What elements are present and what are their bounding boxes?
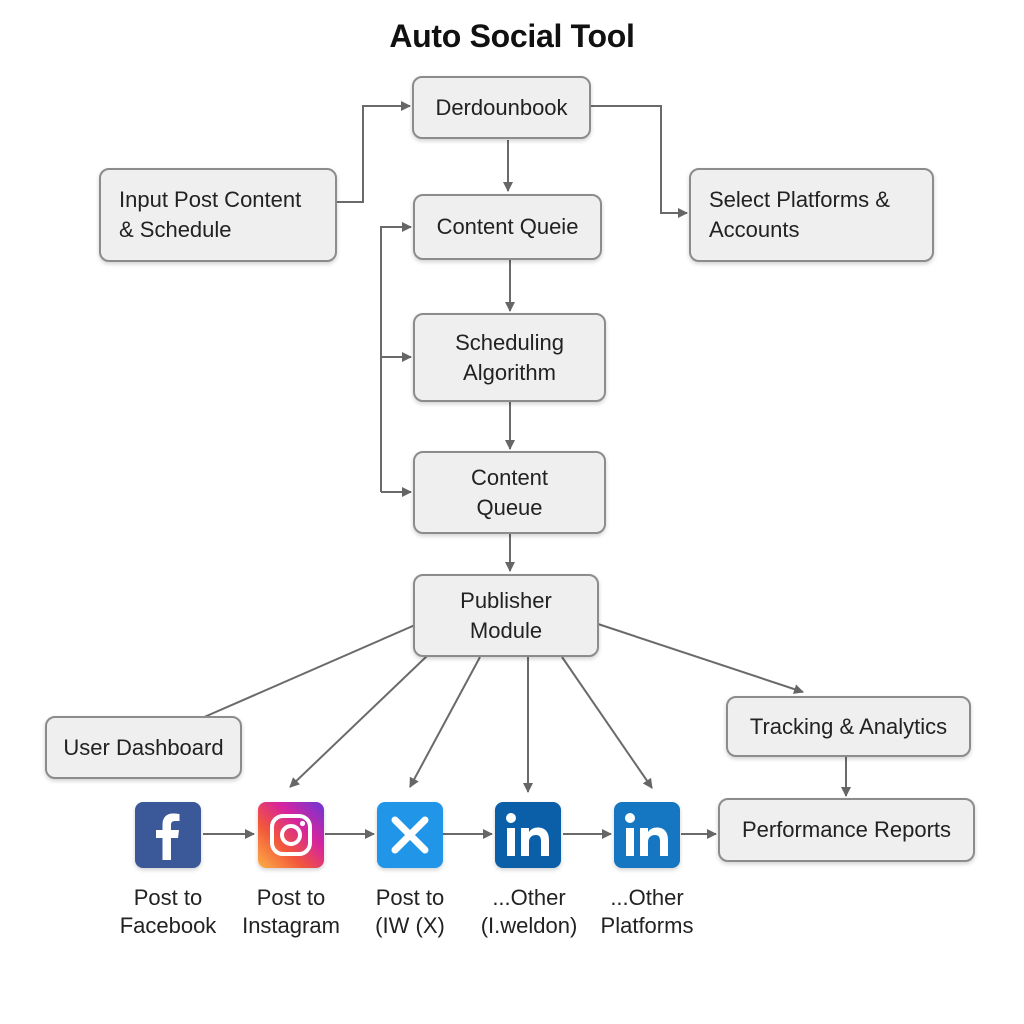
node-user-dashboard: User Dashboard (45, 716, 242, 779)
caption-facebook: Post to Facebook (119, 885, 217, 938)
facebook-icon (135, 802, 201, 868)
arrow-input-to-derdounbook (337, 101, 411, 203)
linkedin-icon (614, 802, 680, 868)
diagram-title: Auto Social Tool (389, 18, 635, 54)
caption-other-platforms: ...Other Platforms (600, 885, 694, 938)
arrow-loop-to-queue-top (380, 222, 412, 492)
arrow-publisher-to-instagram (289, 654, 429, 788)
node-select-platforms: Select Platforms & Accounts (689, 168, 934, 262)
linkedin-icon (495, 802, 561, 868)
node-input-post-content: Input Post Content & Schedule (99, 168, 337, 262)
arrow-publisher-to-x (409, 656, 481, 788)
caption-instagram: Post to Instagram (242, 885, 340, 938)
node-scheduling-algorithm: Scheduling Algorithm (413, 313, 606, 402)
caption-x: Post to (IW (X) (375, 885, 445, 938)
caption-linkedin: ...Other (I.weldon) (480, 885, 578, 938)
line-publisher-to-dashboard (201, 624, 416, 719)
node-performance-reports: Performance Reports (718, 798, 975, 862)
x-icon (377, 802, 443, 868)
arrow-publisher-to-other (561, 656, 653, 789)
node-content-queue: Content Queue (413, 451, 606, 534)
arrow-publisher-to-tracking (597, 623, 804, 694)
node-tracking-analytics: Tracking & Analytics (726, 696, 971, 757)
instagram-icon (258, 802, 324, 868)
node-content-queue-top: Content Queie (413, 194, 602, 260)
node-derdounbook: Derdounbook (412, 76, 591, 139)
arrow-derdounbook-to-select (591, 105, 688, 218)
node-publisher-module: Publisher Module (413, 574, 599, 657)
